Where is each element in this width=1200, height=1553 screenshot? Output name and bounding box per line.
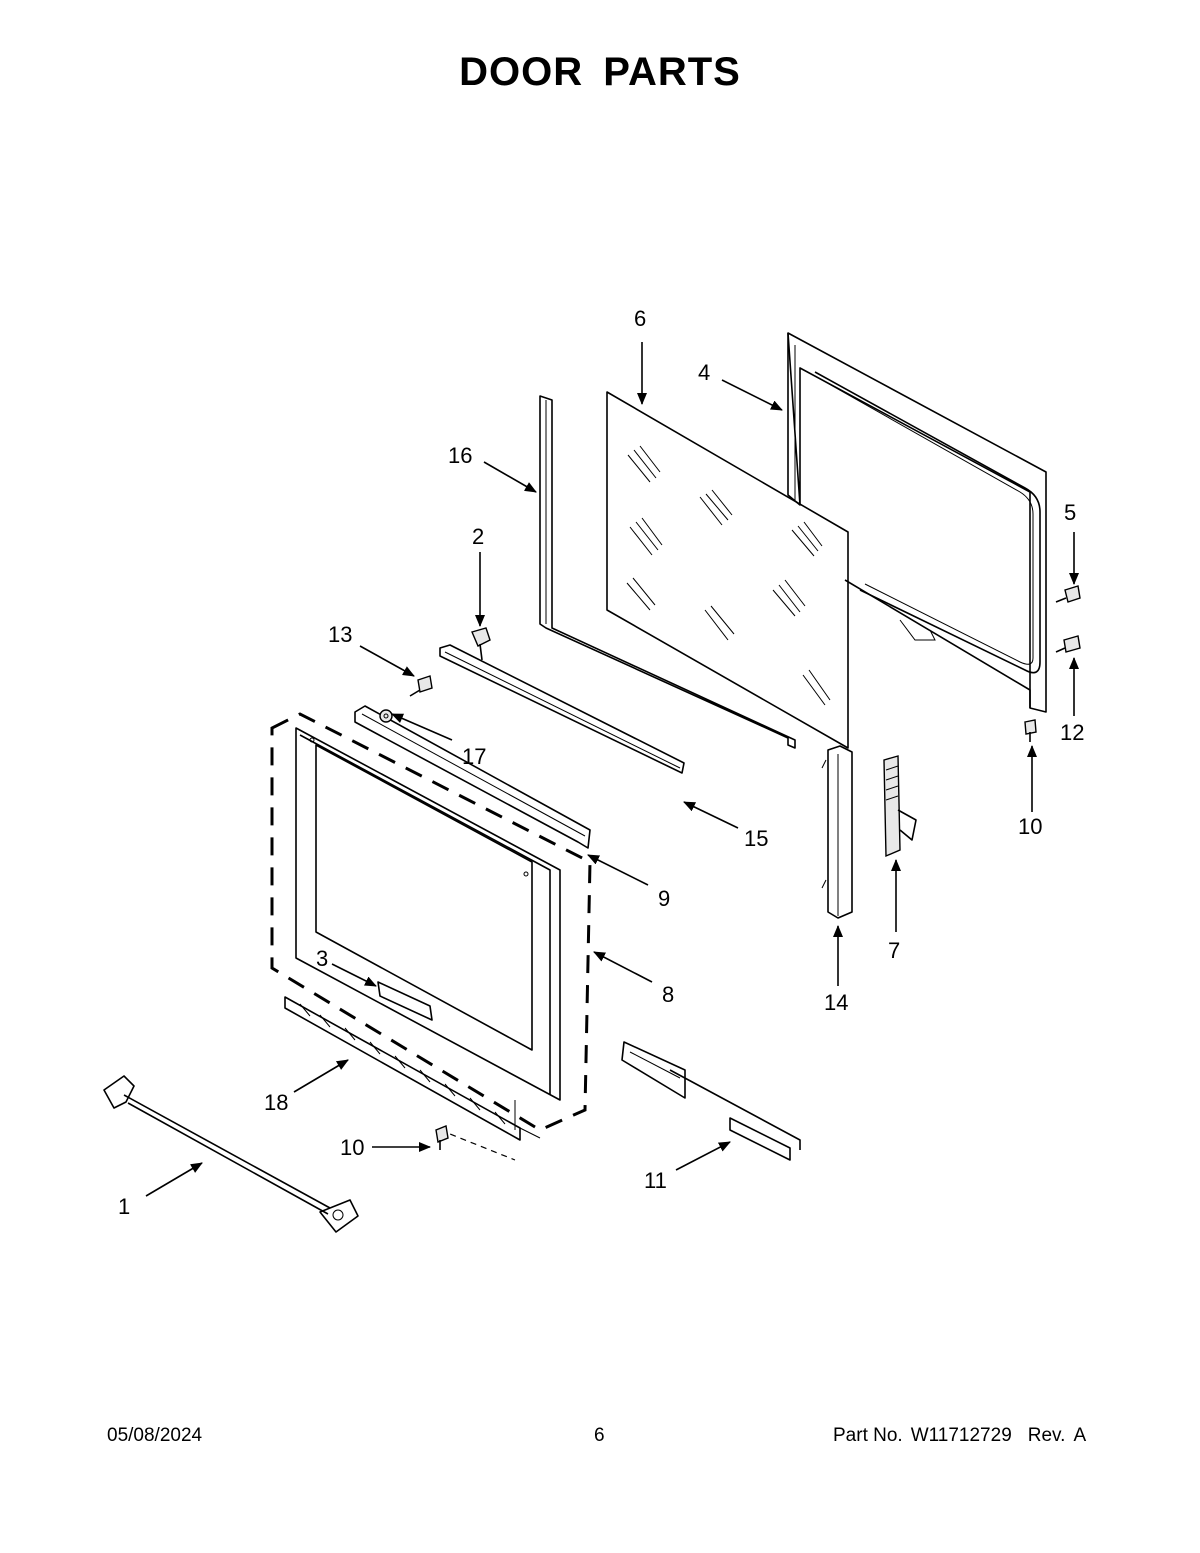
callout-12: 12 — [1060, 720, 1084, 745]
door-hinge — [883, 755, 917, 858]
callout-10-right: 10 — [1018, 814, 1042, 839]
footer-part-info: Part No. W11712729 Rev. A — [833, 1425, 1086, 1447]
callout-13: 13 — [328, 622, 352, 647]
door-bracket — [354, 705, 591, 849]
screw-5 — [1055, 585, 1081, 603]
leader-lines — [145, 342, 1079, 1197]
glass-channel — [539, 395, 796, 749]
screw-13 — [409, 675, 433, 697]
callout-7: 7 — [888, 938, 900, 963]
footer-rev-label: Rev. — [1027, 1425, 1066, 1446]
trim-strip — [439, 644, 685, 774]
callout-11: 11 — [644, 1168, 667, 1193]
callout-17: 17 — [462, 744, 486, 769]
footer-rev-value: A — [1073, 1425, 1087, 1446]
callout-15: 15 — [744, 826, 768, 851]
callout-8: 8 — [662, 982, 674, 1007]
callout-9: 9 — [658, 886, 670, 911]
callout-6: 6 — [634, 306, 646, 331]
vent-strip — [284, 996, 541, 1161]
footer-part-label: Part No. — [833, 1425, 903, 1446]
door-glass — [606, 391, 849, 749]
screw-10-right — [1024, 719, 1037, 742]
callout-14: 14 — [824, 990, 848, 1015]
callout-18: 18 — [264, 1090, 288, 1115]
callout-16: 16 — [448, 443, 472, 468]
side-trim — [821, 745, 853, 919]
page-title: DOOR PARTS — [459, 50, 741, 94]
footer-part-number: W11712729 — [910, 1425, 1012, 1446]
outer-door-assembly — [270, 712, 592, 1132]
callout-3: 3 — [316, 946, 328, 971]
callout-10-lower: 10 — [340, 1135, 364, 1160]
door-handle — [103, 1075, 359, 1233]
footer-date: 05/08/2024 — [107, 1425, 203, 1446]
callout-1: 1 — [118, 1194, 130, 1219]
callout-4: 4 — [698, 360, 710, 385]
callout-2: 2 — [472, 524, 484, 549]
hinge-channel-lower — [621, 1041, 801, 1161]
washer-17 — [379, 709, 393, 723]
screw-12 — [1055, 635, 1081, 653]
screw-2 — [471, 627, 491, 661]
screw-10-lower — [435, 1125, 449, 1150]
callout-5: 5 — [1064, 500, 1076, 525]
footer-page-number: 6 — [594, 1425, 605, 1446]
inner-door-frame — [787, 332, 1047, 713]
